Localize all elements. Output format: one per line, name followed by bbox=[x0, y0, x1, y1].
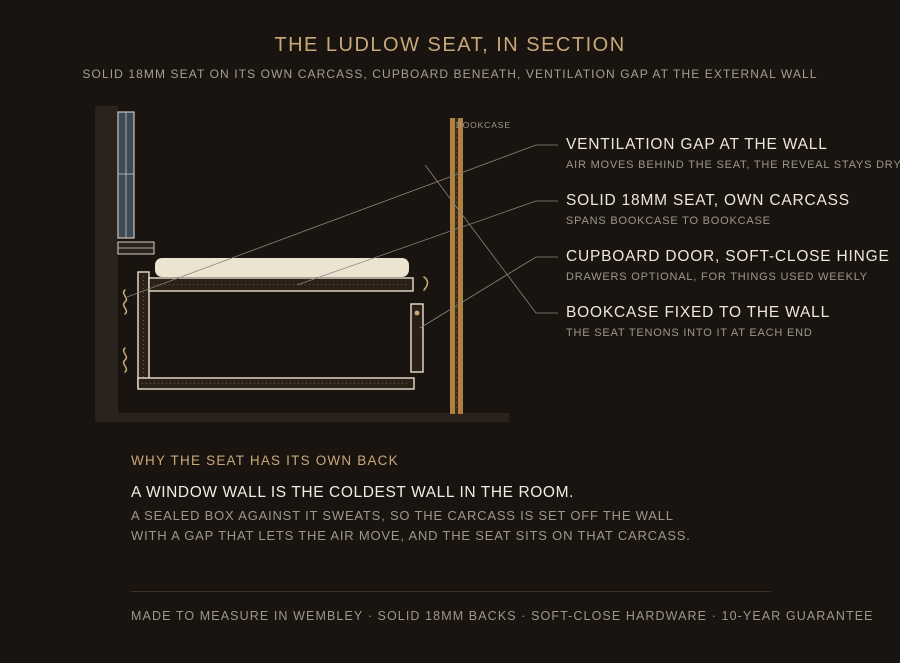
callout-heading: CUPBOARD DOOR, SOFT-CLOSE HINGE bbox=[566, 248, 890, 265]
callout-bookcase: BOOKCASE FIXED TO THE WALL THE SEAT TENO… bbox=[566, 304, 830, 339]
callout-heading: SOLID 18MM SEAT, OWN CARCASS bbox=[566, 192, 850, 209]
explainer-body-line: A SEALED BOX AGAINST IT SWEATS, SO THE C… bbox=[131, 508, 674, 523]
page-subtitle: SOLID 18MM SEAT ON ITS OWN CARCASS, CUPB… bbox=[82, 67, 818, 81]
page-title: THE LUDLOW SEAT, IN SECTION bbox=[274, 34, 626, 56]
callout-subtext: DRAWERS OPTIONAL, FOR THINGS USED WEEKLY bbox=[566, 271, 868, 283]
leader-bookcase bbox=[424, 164, 558, 314]
callout-heading: BOOKCASE FIXED TO THE WALL bbox=[566, 304, 830, 321]
carcass-bottom bbox=[137, 377, 415, 390]
bookcase-label: BOOKCASE bbox=[456, 120, 511, 130]
bookcase-side bbox=[450, 118, 463, 414]
callout-ventilation: VENTILATION GAP AT THE WALL AIR MOVES BE… bbox=[566, 136, 900, 171]
explainer-body-line: WITH A GAP THAT LETS THE AIR MOVE, AND T… bbox=[131, 528, 691, 543]
leader-ventilation bbox=[126, 144, 558, 298]
footer-divider bbox=[131, 591, 771, 592]
callout-subtext: THE SEAT TENONS INTO IT AT EACH END bbox=[566, 327, 813, 339]
leader-lines bbox=[126, 144, 558, 329]
airflow-icon bbox=[122, 289, 128, 315]
callout-subtext: AIR MOVES BEHIND THE SEAT, THE REVEAL ST… bbox=[566, 159, 900, 171]
callout-cupboard: CUPBOARD DOOR, SOFT-CLOSE HINGE DRAWERS … bbox=[566, 248, 890, 283]
callout-heading: VENTILATION GAP AT THE WALL bbox=[566, 136, 828, 153]
cupboard-door bbox=[410, 303, 424, 373]
external-wall bbox=[95, 106, 118, 421]
window-glazing bbox=[117, 111, 135, 239]
soft-close-hinge-icon bbox=[423, 276, 429, 291]
explainer-lead: A WINDOW WALL IS THE COLDEST WALL IN THE… bbox=[131, 484, 575, 501]
seat-cushion bbox=[155, 258, 409, 277]
leader-seat bbox=[296, 200, 558, 286]
seat-board bbox=[148, 277, 414, 292]
airflow-icon bbox=[122, 347, 128, 373]
door-knob bbox=[414, 310, 420, 316]
window-sill bbox=[117, 241, 155, 255]
callout-seat: SOLID 18MM SEAT, OWN CARCASS SPANS BOOKC… bbox=[566, 192, 850, 227]
explainer-kicker: WHY THE SEAT HAS ITS OWN BACK bbox=[131, 453, 399, 468]
leader-cupboard bbox=[419, 256, 558, 329]
footer-text: MADE TO MEASURE IN WEMBLEY · SOLID 18MM … bbox=[131, 609, 874, 623]
floor-slab bbox=[95, 413, 509, 422]
callout-subtext: SPANS BOOKCASE TO BOOKCASE bbox=[566, 215, 771, 227]
